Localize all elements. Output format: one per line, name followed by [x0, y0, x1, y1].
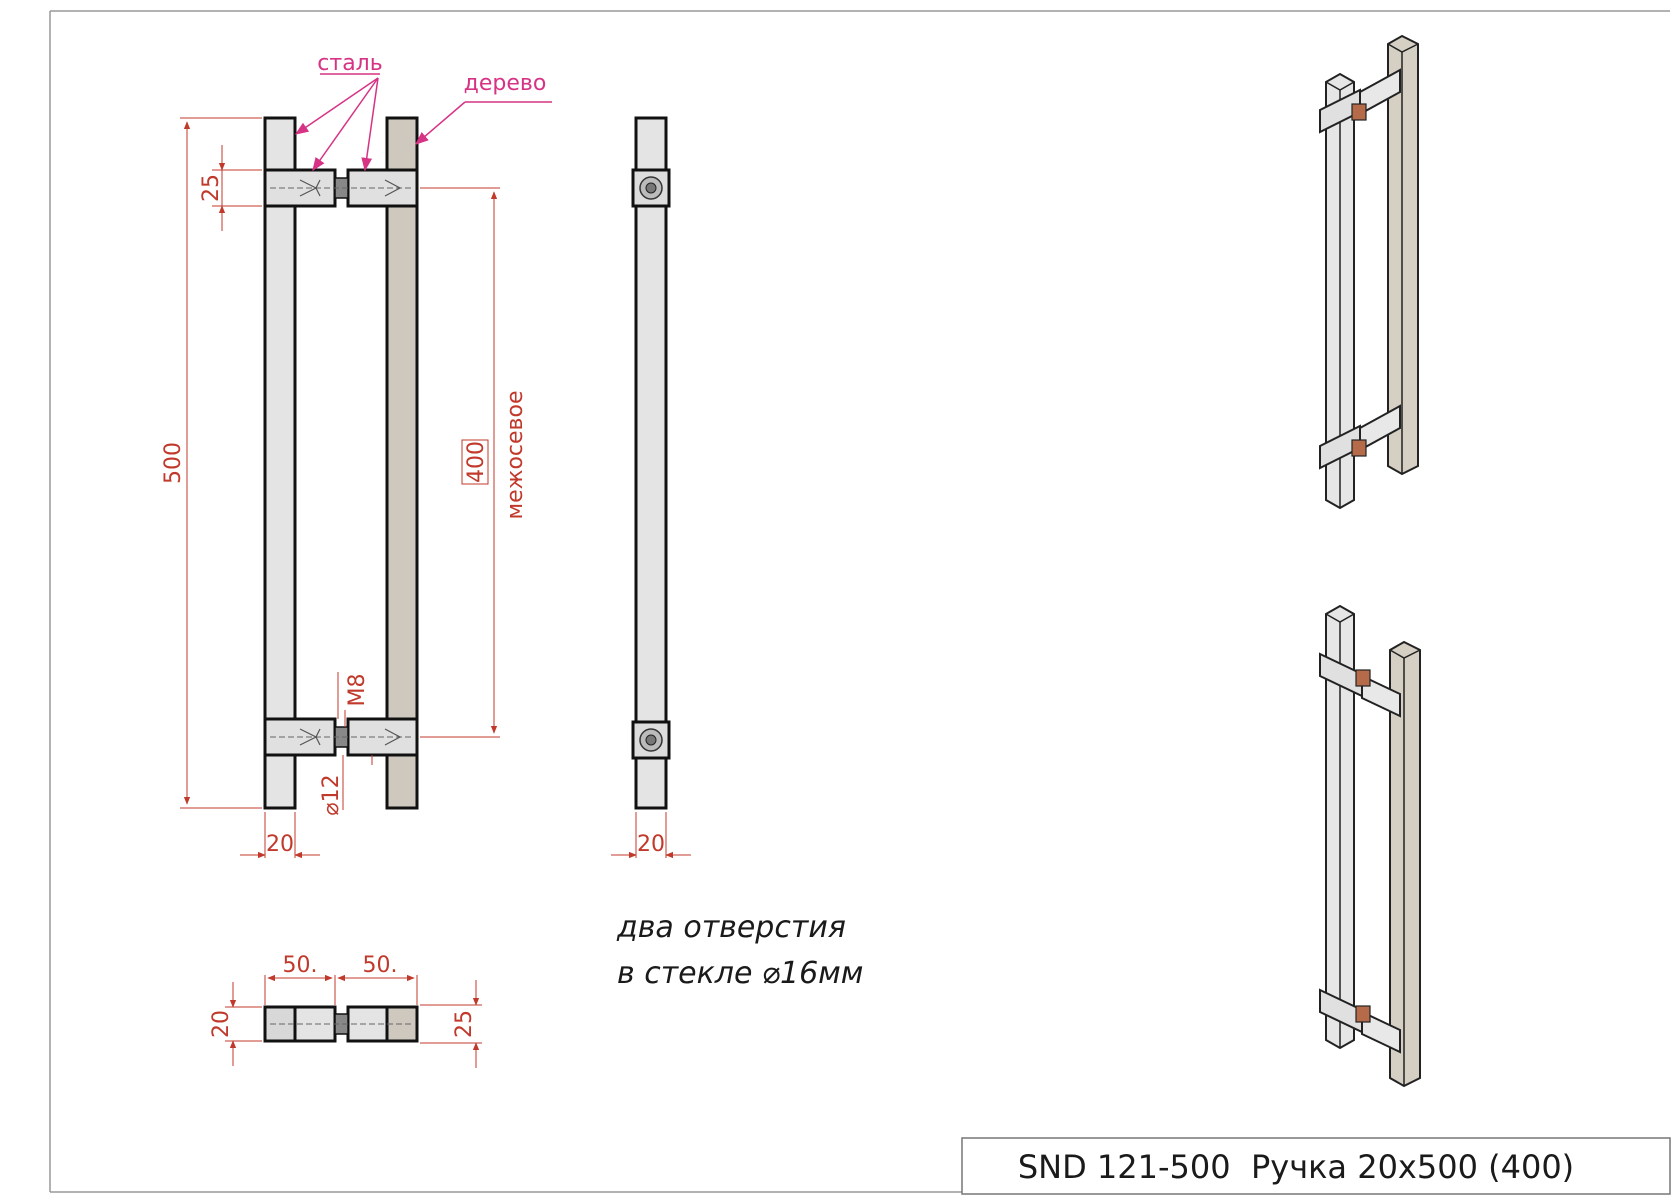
top-standoff	[263, 168, 419, 208]
title-block: SND 121-500 Ручка 20x500 (400)	[961, 1137, 1671, 1195]
dim-standoff-left: 50.	[283, 953, 318, 978]
dim-center-label: межосевое	[503, 390, 528, 519]
hole-note: два отверстия в стекле ⌀16мм	[616, 910, 863, 991]
dim-standoff-height: 25	[199, 174, 224, 202]
side-dimensions: 20	[611, 812, 691, 859]
note-line-1: два отверстия	[616, 910, 846, 945]
front-view	[263, 116, 419, 810]
side-bar	[634, 116, 668, 810]
wood-bar	[385, 116, 419, 810]
front-dimensions: 500 25 400 межосевое M8 ⌀12 20	[161, 117, 528, 859]
dim-standoff-right: 50.	[363, 953, 398, 978]
dim-top-standoff: 25	[452, 1010, 477, 1038]
side-view	[631, 116, 671, 810]
dim-overall-length: 500	[161, 442, 186, 484]
dim-bar-width-front: 20	[266, 832, 294, 857]
top-dimensions: 50. 50. 20 25	[209, 953, 482, 1068]
dim-thread: M8	[345, 674, 370, 707]
label-steel: сталь	[317, 51, 382, 76]
title-text: SND 121-500 Ручка 20x500 (400)	[1018, 1148, 1574, 1186]
top-view	[263, 1005, 419, 1043]
label-wood: дерево	[464, 71, 547, 96]
steel-bar	[263, 116, 297, 810]
note-line-2: в стекле ⌀16мм	[617, 956, 863, 991]
dim-bar-width-side: 20	[637, 832, 665, 857]
isometric-view-bottom	[1319, 604, 1421, 1088]
dim-top-bar-height: 20	[209, 1010, 234, 1038]
dim-center-distance: 400	[464, 441, 489, 483]
material-leaders: сталь дерево	[294, 51, 552, 172]
dim-post-diameter: ⌀12	[319, 774, 344, 815]
isometric-view-top	[1319, 34, 1419, 510]
bottom-standoff	[263, 717, 419, 757]
